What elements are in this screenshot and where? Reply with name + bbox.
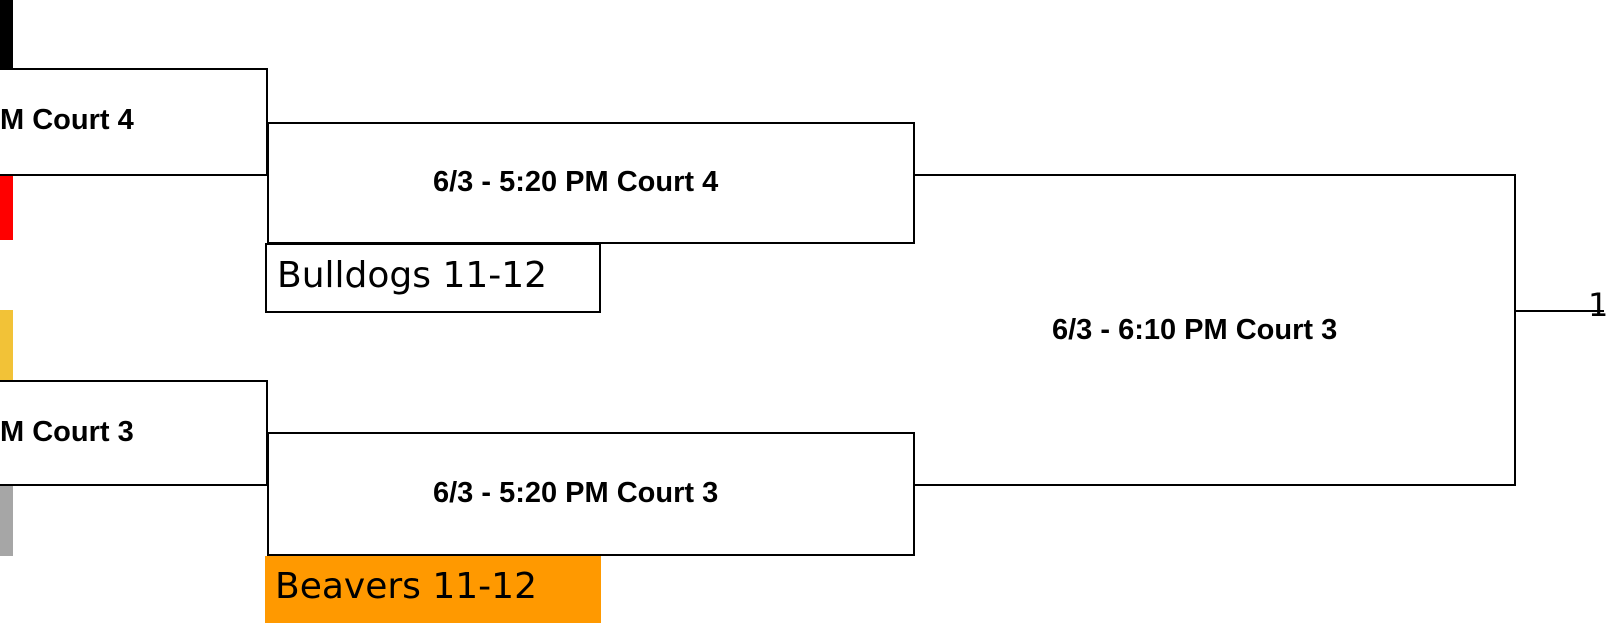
team-entry-beavers: Beavers 11-12 (265, 556, 601, 623)
middle-game-label-top: 6/3 - 5:20 PM Court 4 (433, 166, 719, 198)
team-entry-bulldogs: Bulldogs 11-12 (265, 243, 601, 313)
next-round-connector (1514, 310, 1604, 312)
left-game-label-bottom: M Court 3 (0, 416, 134, 448)
next-round-text-cut: 1 (1588, 286, 1608, 324)
final-game-box (914, 174, 1516, 486)
middle-game-label-bottom: 6/3 - 5:20 PM Court 3 (433, 477, 719, 509)
team-color-bar-black (0, 0, 13, 68)
middle-game-box-bottom (267, 432, 915, 556)
left-game-label-top: M Court 4 (0, 104, 134, 136)
team-color-bar-gray (0, 486, 13, 556)
final-game-label: 6/3 - 6:10 PM Court 3 (1052, 314, 1338, 346)
team-color-bar-yellow (0, 310, 13, 380)
team-color-bar-red (0, 174, 13, 240)
